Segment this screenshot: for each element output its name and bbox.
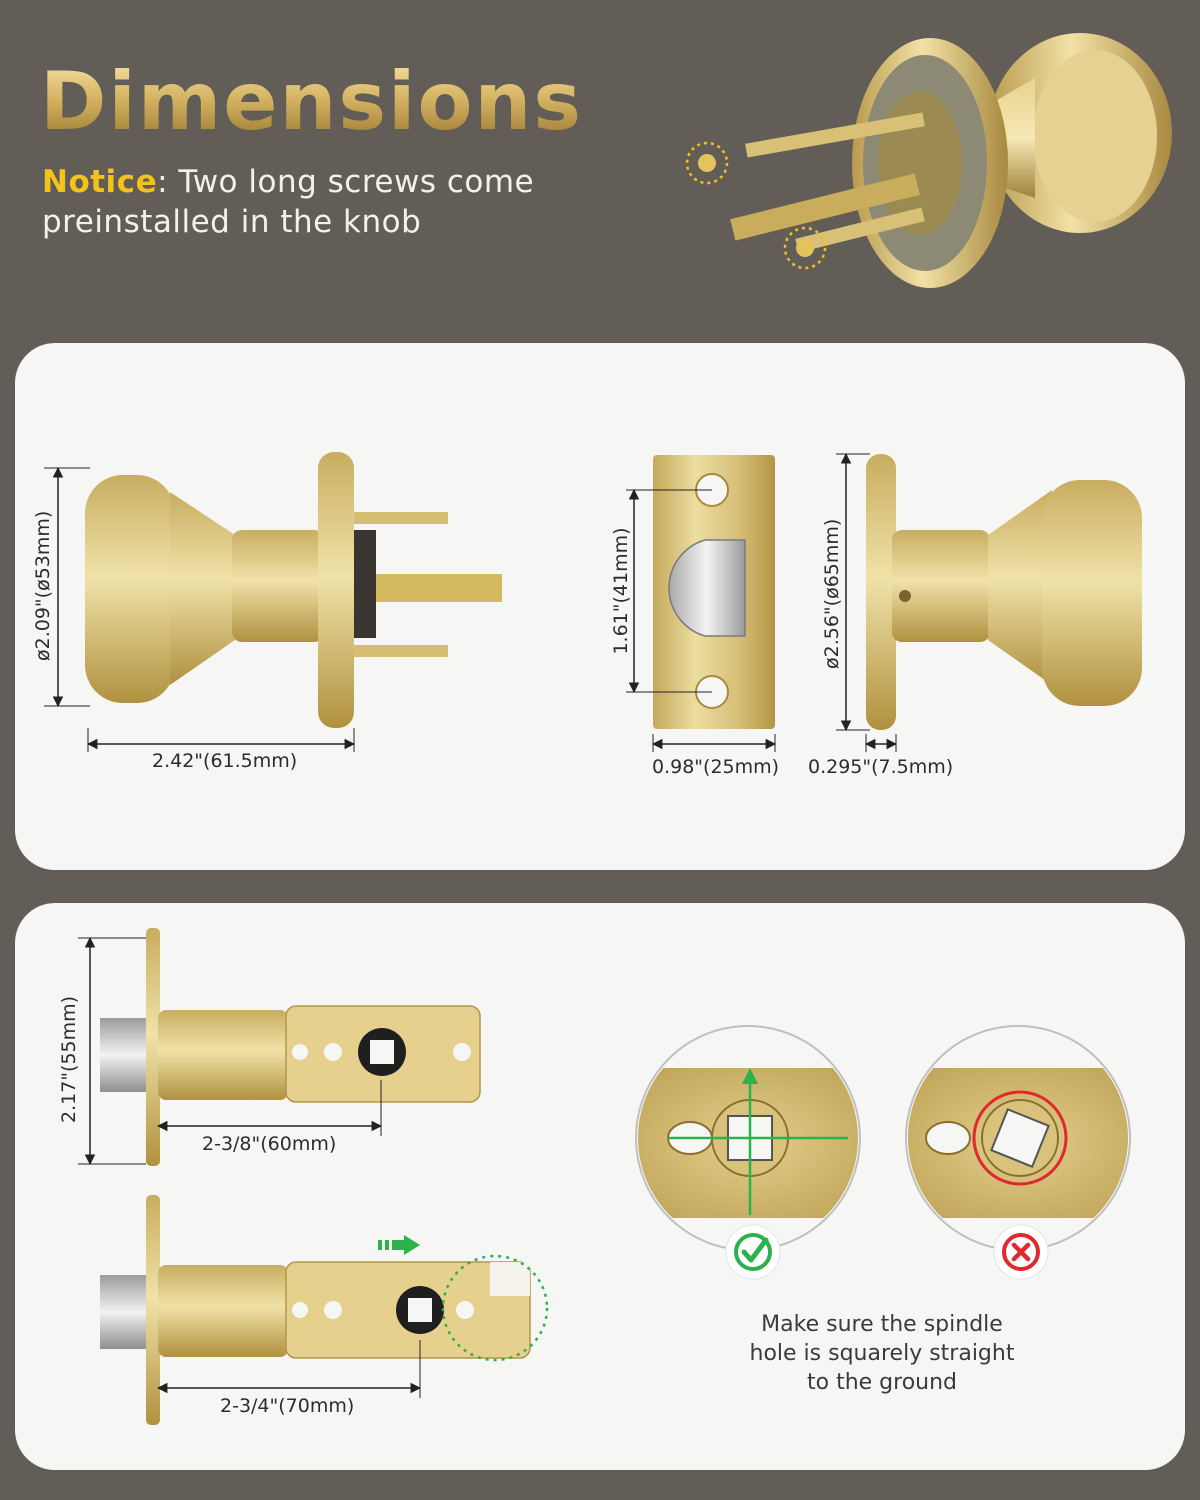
rose-thickness-label: 0.295"(7.5mm) [808,756,954,778]
spindle-instruction-line-3: to the ground [806,1370,957,1395]
spindle-instruction: Make sure the spindle hole is squarely s… [722,1310,1042,1397]
page-title: Dimensions [40,55,583,148]
backset-long-label: 2-3/4"(70mm) [220,1395,355,1417]
knob-dimensions-panel [15,343,1185,870]
diameter-right-label: ø2.56"(ø65mm) [821,518,843,669]
spindle-instruction-line-1: Make sure the spindle [761,1312,1003,1337]
notice-body: : Two long screws come preinstalled in t… [42,164,535,240]
strike-width-label: 0.98"(25mm) [652,756,780,778]
length-left-label: 2.42"(61.5mm) [152,750,298,772]
screw-highlight-bottom [783,226,827,270]
notice-keyword: Notice [42,164,158,200]
knob-with-screws-illustration [685,33,1172,288]
diameter-left-label: ø2.09"(ø53mm) [32,510,54,661]
screw-highlight-top [685,141,729,185]
notice-text: Notice: Two long screws come preinstalle… [42,162,602,242]
backset-short-label: 2-3/8"(60mm) [202,1133,337,1155]
strike-height-label: 1.61"(41mm) [610,527,632,655]
spindle-instruction-line-2: hole is squarely straight [749,1341,1015,1366]
latch-height-label: 2.17"(55mm) [58,995,80,1123]
